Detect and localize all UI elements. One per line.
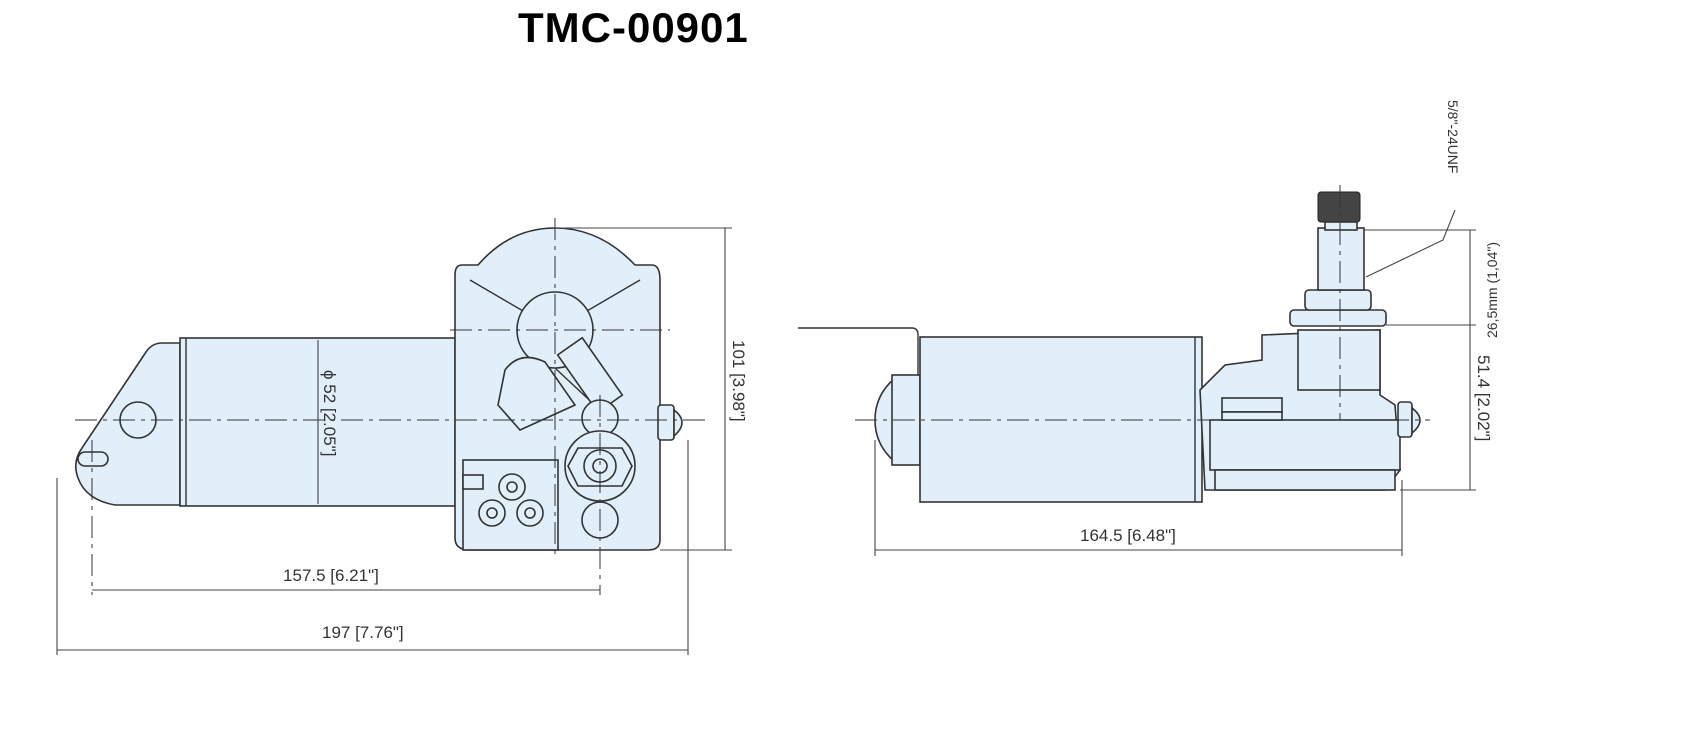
- washer: [1289, 309, 1387, 327]
- spline: [1317, 191, 1361, 223]
- front-view: ϕ 52 [2.05"] 101 [3.98"] 157.5 [6.21"] 1…: [56, 218, 748, 655]
- bracket-strip: [798, 327, 919, 440]
- terminal-nuts: [478, 473, 544, 527]
- side-nut: [657, 404, 675, 441]
- side-length-dim-label: 164.5 [6.48"]: [1080, 526, 1176, 545]
- side-view: 5/8"-24UNF 26,5mm (1,04") 51.4 [2.02"] 1…: [798, 100, 1500, 556]
- height-dim-label: 101 [3.98"]: [729, 340, 748, 422]
- shaft: [1317, 227, 1365, 291]
- motor-can: [179, 337, 464, 507]
- side-height-dim-label: 51.4 [2.02"]: [1474, 355, 1493, 441]
- diameter-dim-label: ϕ 52 [2.05"]: [320, 370, 339, 456]
- mount-to-shaft-dim-label: 157.5 [6.21"]: [283, 566, 379, 585]
- thread-label: 5/8"-24UNF: [1445, 100, 1461, 173]
- mount-slot: [77, 451, 109, 467]
- product-title: TMC-00901: [518, 4, 749, 51]
- terminal-stack: [1221, 397, 1283, 421]
- shaft-length-dim-label: 26,5mm (1,04"): [1484, 242, 1500, 338]
- overall-length-dim-label: 197 [7.76"]: [322, 623, 404, 642]
- shaft-nut: [1304, 289, 1372, 311]
